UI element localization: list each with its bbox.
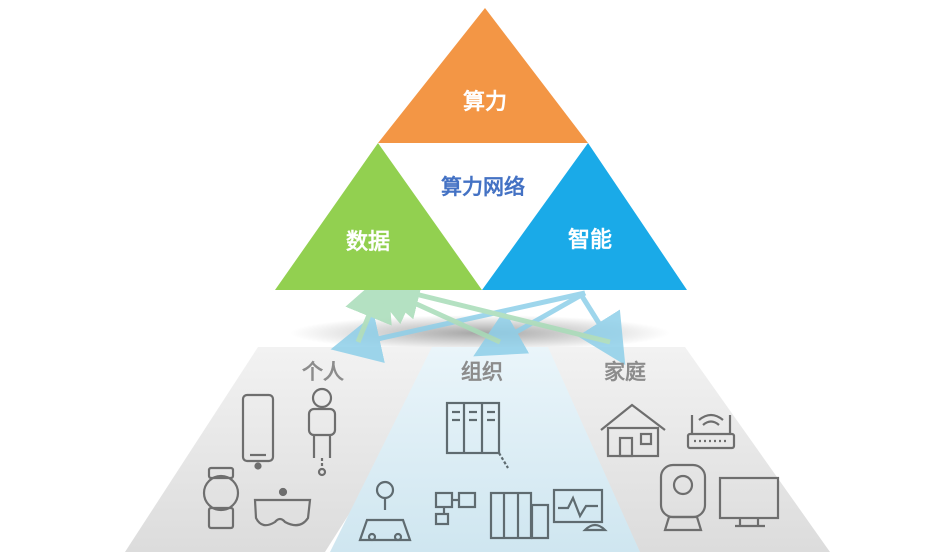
compute-label: 算力 — [462, 90, 508, 115]
compute-network-label: 算力网络 — [441, 175, 525, 199]
compute-triangle — [378, 8, 588, 143]
arrow-intelligence-organization — [473, 290, 587, 357]
camera-icon — [659, 463, 707, 532]
intelligence-triangle — [482, 143, 687, 290]
personal-label: 个人 — [302, 360, 344, 384]
intelligence-label: 智能 — [567, 228, 613, 253]
connected-car-icon — [358, 480, 412, 542]
scenario-panels — [125, 347, 830, 552]
organization-label: 组织 — [461, 360, 503, 384]
organization-icons — [358, 401, 608, 542]
monitor-chart-icon — [552, 488, 608, 532]
vr-glasses-icon — [253, 487, 312, 527]
data-label: 数据 — [345, 230, 391, 255]
pyramid — [275, 8, 687, 290]
router-icon — [686, 413, 736, 450]
storage-array-icon — [489, 491, 550, 540]
home-label: 家庭 — [604, 360, 646, 384]
organization-panel — [330, 347, 640, 552]
arrow-intelligence-personal — [330, 290, 586, 363]
smartphone-icon — [241, 393, 275, 470]
smartwatch-icon — [202, 466, 240, 530]
server-rack-icon — [445, 401, 509, 469]
personal-icons — [202, 387, 337, 530]
home-icons — [600, 403, 780, 532]
tv-icon — [718, 476, 780, 528]
personal-panel — [125, 347, 455, 552]
arrow-home-data — [370, 270, 611, 345]
robot-icon — [307, 387, 337, 477]
arrow-intelligence-home — [577, 291, 626, 366]
house-icon — [600, 403, 666, 458]
data-triangle — [275, 143, 482, 290]
network-devices-icon — [434, 491, 477, 526]
connection-arrows — [330, 269, 626, 366]
